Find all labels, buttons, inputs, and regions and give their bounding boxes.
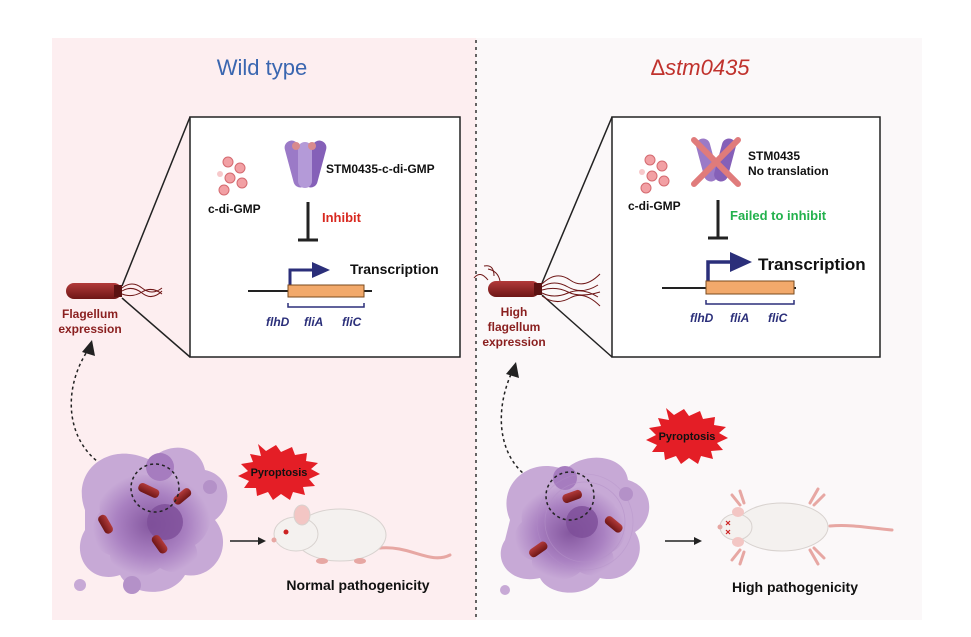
stm0435-complex-icon [284,140,327,188]
pyroptosis-burst-icon [238,444,320,500]
gene-flia-label-right: fliA [730,311,749,325]
gene-bracket [287,303,365,308]
c-di-gmp-molecules-icon-right [639,154,670,194]
zoom-line-top [121,116,191,287]
no-translation-label: No translation [748,164,829,178]
failed-to-inhibit-label: Failed to inhibit [730,208,827,223]
flagellum-expression-label-line1: Flagellum [62,307,118,321]
mutant-mechanism-box [611,116,881,358]
inhibit-arrow-icon [298,202,318,242]
high-flagellum-label-line1: High [501,305,528,319]
stm0435-complex-label: STM0435-c-di-GMP [326,162,435,176]
infected-macrophage-icon-right [500,457,650,595]
bacterium-icon [66,283,163,299]
gene-flhd-label: flhD [266,315,290,329]
pyroptosis-label-right: Pyroptosis [659,431,716,443]
wild-type-mechanism-box [189,116,461,358]
stm0435-crossed-protein-icon [691,137,741,187]
infected-macrophage-icon [74,447,228,594]
gene-bracket-right [705,300,795,305]
mouse-icon [271,504,452,564]
gene-flia-label: fliA [304,315,323,329]
left-outcome-arrow-icon [230,537,266,545]
zoom-line-bottom [121,297,191,358]
flagellum-expression-label-line2: expression [58,322,121,336]
right-outcome-arrow-icon [665,537,702,545]
gene-flic-label: fliC [342,315,362,329]
c-di-gmp-label-right: c-di-GMP [628,199,681,213]
bacterium-high-flagella-icon [473,265,601,307]
normal-pathogenicity-label: Normal pathogenicity [286,577,429,593]
gene-operon-box-right [705,280,795,295]
gene-operon-box [287,284,365,298]
zoom-line-top-right [541,116,613,284]
zoom-line-bottom-right [541,294,613,358]
right-dashed-arrowhead-icon [506,362,519,378]
c-di-gmp-molecules-icon [217,156,248,196]
c-di-gmp-label: c-di-GMP [208,202,261,216]
high-pathogenicity-label: High pathogenicity [732,579,858,595]
failed-inhibit-arrow-icon [708,200,728,240]
pyroptosis-burst-icon-right [646,408,728,464]
wild-type-title: Wild type [217,55,307,80]
transcription-start-arrow-icon-right [706,252,752,284]
transcription-label: Transcription [350,261,439,277]
transcription-label-right: Transcription [758,255,866,274]
mutant-title: Δstm0435 [650,55,750,80]
gene-flic-label-right: fliC [768,311,788,325]
high-flagellum-label-line3: expression [482,335,545,349]
mutant-title-prefix: Δ [650,55,665,80]
left-dashed-arrow-icon [70,349,141,479]
pyroptosis-label: Pyroptosis [251,467,308,479]
mutant-title-gene: stm0435 [665,55,750,80]
gene-flhd-label-right: flhD [690,311,714,325]
inhibit-label: Inhibit [322,210,362,225]
high-flagellum-label-line2: flagellum [488,320,541,334]
left-dashed-arrowhead-icon [82,340,95,356]
sick-mouse-icon [717,487,894,566]
stm0435-label: STM0435 [748,149,800,163]
transcription-start-arrow-icon [288,262,330,288]
